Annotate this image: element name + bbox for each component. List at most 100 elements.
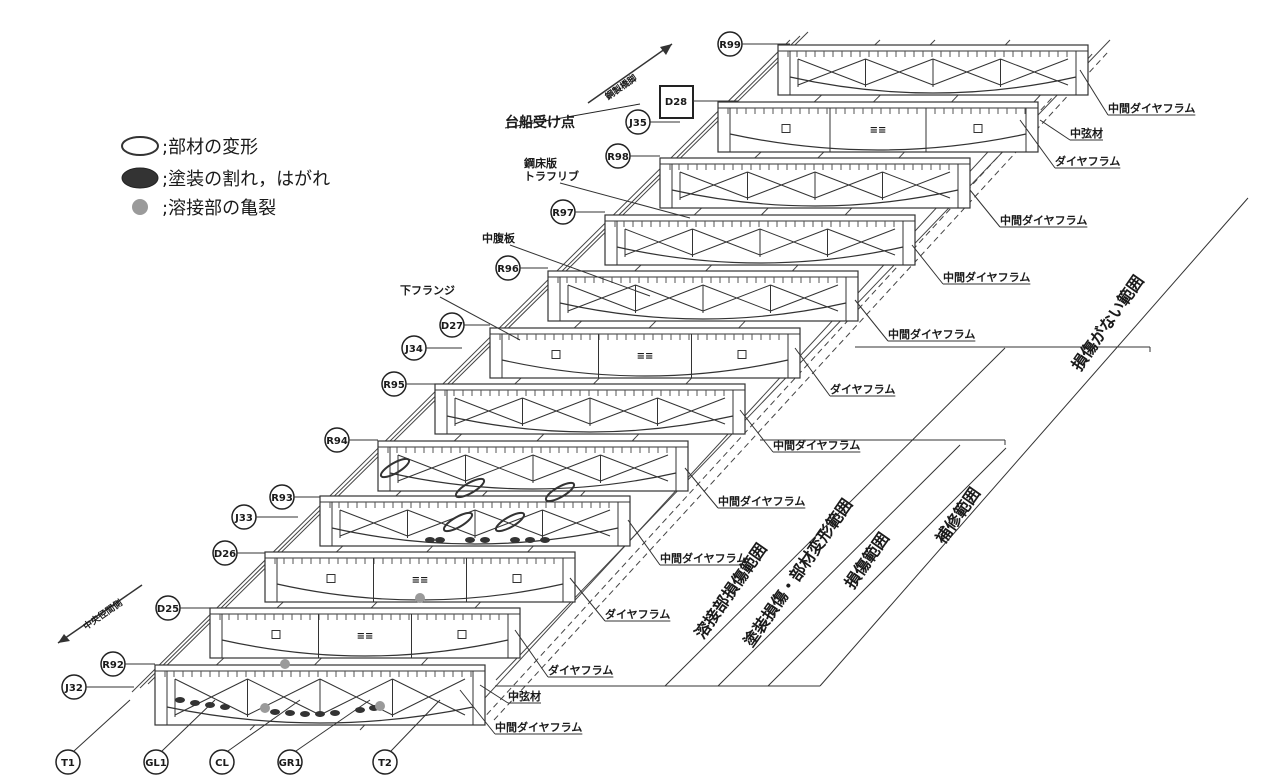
- callout-middle-diaphragm: 中間ダイヤフラム: [739, 409, 861, 453]
- svg-text:CL: CL: [215, 758, 229, 769]
- svg-text:≡≡: ≡≡: [357, 631, 374, 642]
- section-tag: J34: [401, 335, 462, 361]
- bottom-tag: CL: [209, 699, 301, 775]
- legend: ;部材の変形 ;塗装の割れ，はがれ ;溶接部の亀裂: [121, 136, 330, 219]
- legend-deformation-symbol: [121, 136, 159, 156]
- deformation-mark: [442, 511, 474, 533]
- svg-text:ダイヤフラム: ダイヤフラム: [548, 663, 613, 677]
- svg-text:ダイヤフラム: ダイヤフラム: [605, 607, 670, 621]
- section-tag: R95: [381, 371, 435, 397]
- weld-crack-mark: [260, 703, 270, 713]
- bottom-tag: T2: [372, 699, 441, 775]
- girder-section: [547, 270, 859, 322]
- callout-diaphragm: ダイヤフラム: [794, 347, 896, 397]
- svg-text:R92: R92: [102, 660, 124, 671]
- deformation-mark: [544, 481, 576, 503]
- paint-damage-mark: [540, 537, 550, 543]
- svg-text:D27: D27: [441, 321, 463, 332]
- callout-middle-diaphragm: 中間ダイヤフラム: [684, 467, 806, 509]
- section-tag: D26: [212, 540, 265, 566]
- support-point-label: 台船受け点: [505, 114, 575, 131]
- d28-box: [659, 85, 694, 119]
- deformation-mark: [494, 511, 526, 533]
- girder-sections: ≡≡ ≡≡ ≡≡ ≡≡: [154, 44, 1089, 726]
- girder-section: ≡≡: [717, 101, 1039, 153]
- svg-text:中間ダイヤフラム: 中間ダイヤフラム: [1000, 213, 1087, 227]
- svg-text:中弦材: 中弦材: [508, 689, 541, 703]
- callout-middle-diaphragm: 中間ダイヤフラム: [854, 299, 976, 342]
- svg-text:J32: J32: [64, 683, 83, 694]
- callout-middle-diaphragm: 中間ダイヤフラム: [1079, 69, 1196, 116]
- svg-text:T2: T2: [378, 758, 392, 769]
- paint-damage-mark: [480, 537, 490, 543]
- svg-text:≡≡: ≡≡: [870, 125, 887, 136]
- paint-damage-mark: [300, 711, 310, 717]
- svg-text:中間ダイヤフラム: 中間ダイヤフラム: [943, 270, 1030, 284]
- callout-middle-diaphragm: 中間ダイヤフラム: [459, 689, 583, 735]
- weld-crack-mark: [280, 659, 290, 669]
- section-tag: D27: [439, 312, 490, 338]
- svg-text:≡≡: ≡≡: [637, 351, 654, 362]
- svg-text:≡≡: ≡≡: [412, 575, 429, 586]
- callout-diaphragm: ダイヤフラム: [1019, 119, 1121, 169]
- deformation-mark: [454, 477, 486, 499]
- svg-text:中間ダイヤフラム: 中間ダイヤフラム: [888, 327, 975, 341]
- svg-text:R93: R93: [271, 493, 293, 504]
- paint-damage-mark: [175, 697, 185, 703]
- girder-section: [659, 157, 971, 209]
- callout-middle-diaphragm: 中間ダイヤフラム: [911, 244, 1031, 285]
- paint-damage-mark: [465, 537, 475, 543]
- paint-damage-mark: [525, 537, 535, 543]
- svg-text:中間ダイヤフラム: 中間ダイヤフラム: [773, 438, 860, 452]
- svg-text:中間ダイヤフラム: 中間ダイヤフラム: [495, 720, 582, 734]
- bottom-tag: GR1: [277, 699, 371, 775]
- girder-section: [604, 214, 916, 266]
- paint-damage-mark: [270, 709, 280, 715]
- paint-damage-mark: [315, 711, 325, 717]
- direction-top-label: 鋼製橋脚: [602, 72, 639, 103]
- section-tag: D25: [155, 595, 210, 621]
- paint-damage-mark: [330, 710, 340, 716]
- section-tag: D28: [665, 97, 738, 108]
- legend-weld-label: ;溶接部の亀裂: [162, 198, 276, 219]
- callout-deck-plate: 鋼床版: [523, 156, 557, 170]
- section-tag: J35: [625, 109, 680, 135]
- section-tag: R92: [100, 651, 155, 677]
- svg-text:中間ダイヤフラム: 中間ダイヤフラム: [1108, 101, 1195, 115]
- section-tag: J32: [61, 674, 134, 700]
- section-tags: R99D28J35R98R97R96D27J34R95R94R93J33D26D…: [61, 31, 790, 700]
- paint-damage-mark: [220, 704, 230, 710]
- support-point: 台船受け点: [504, 85, 694, 131]
- svg-text:R95: R95: [383, 380, 405, 391]
- legend-deformation-label: ;部材の変形: [162, 137, 258, 158]
- callout-middle-chord: 中弦材: [479, 684, 541, 704]
- callout-middle-web: 中腹板: [482, 231, 516, 245]
- svg-text:R97: R97: [552, 208, 574, 219]
- direction-bottom-label: 中央径間側: [81, 597, 125, 633]
- svg-text:J35: J35: [628, 118, 647, 129]
- svg-text:GL1: GL1: [145, 758, 167, 769]
- callout-middle-chord: 中弦材: [1039, 119, 1103, 141]
- range-repair: 補修範囲: [931, 484, 984, 548]
- bottom-tag: T1: [55, 699, 131, 775]
- callout-middle-diaphragm: 中間ダイヤフラム: [969, 189, 1088, 228]
- svg-text:D28: D28: [665, 97, 687, 108]
- svg-text:ダイヤフラム: ダイヤフラム: [830, 382, 895, 396]
- weld-crack-mark: [375, 701, 385, 711]
- svg-text:R98: R98: [607, 152, 629, 163]
- girder-section: ≡≡: [489, 327, 801, 379]
- section-tag: R93: [269, 484, 320, 510]
- svg-text:R94: R94: [326, 436, 348, 447]
- paint-damage-mark: [425, 537, 435, 543]
- callout-trough-rib: トラフリブ: [524, 169, 579, 183]
- section-tag: R96: [495, 255, 548, 281]
- range-no-damage: 損傷がない範囲: [1068, 272, 1148, 375]
- girder-section: [777, 44, 1089, 96]
- callout-middle-diaphragm: 中間ダイヤフラム: [627, 519, 748, 566]
- svg-text:J33: J33: [234, 513, 253, 524]
- legend-paint-symbol: [121, 167, 159, 189]
- girder-section: [377, 440, 689, 492]
- section-tag: R98: [605, 143, 660, 169]
